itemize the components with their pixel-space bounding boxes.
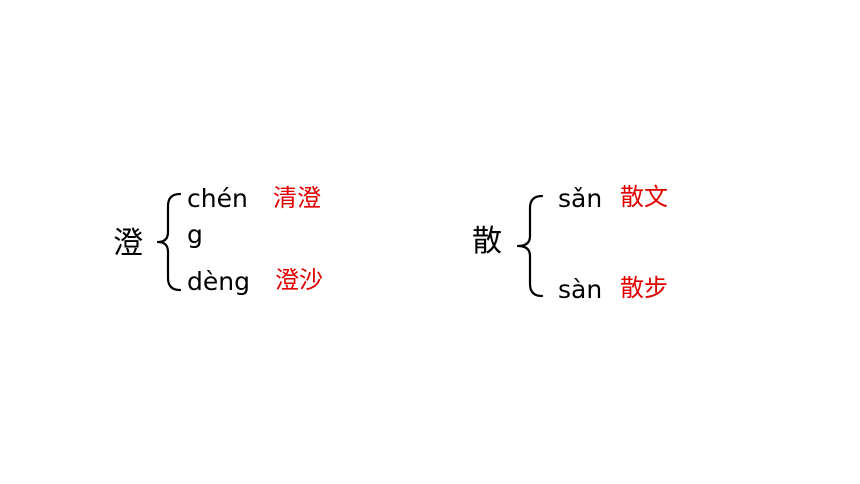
word-qingcheng: 清澄: [273, 184, 321, 212]
pinyin-deng: dèng: [187, 267, 250, 296]
brace-icon: [516, 194, 544, 298]
pinyin-chen: chén: [187, 184, 248, 213]
word-sanwen: 散文: [620, 183, 668, 211]
pinyin-san-fourth-tone: sàn: [558, 275, 603, 304]
word-dengsha: 澄沙: [275, 266, 323, 294]
character-cheng: 澄: [113, 226, 143, 261]
character-san: 散: [472, 224, 502, 259]
word-sanbu: 散步: [620, 274, 668, 302]
pinyin-chen-continuation: g: [187, 220, 203, 249]
pinyin-san-third-tone: sǎn: [558, 184, 603, 213]
brace-icon: [156, 192, 182, 292]
